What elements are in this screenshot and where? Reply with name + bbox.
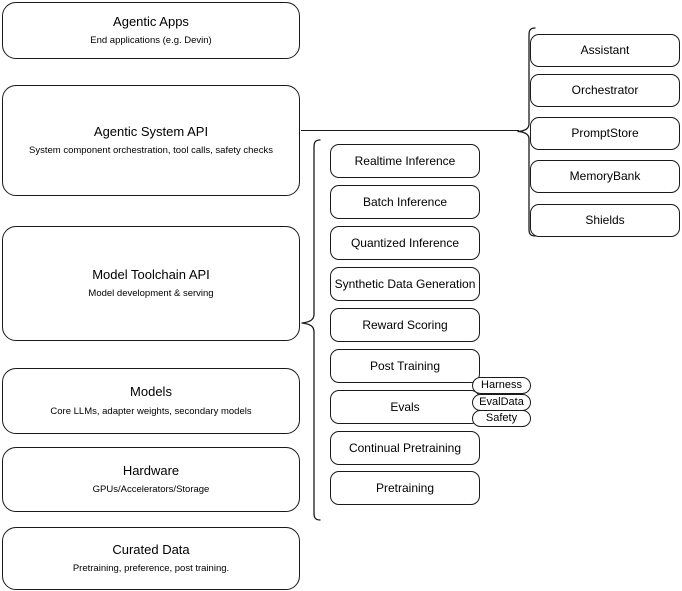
component-pretraining[interactable]: Pretraining — [330, 471, 480, 505]
component-label: Reward Scoring — [362, 317, 448, 332]
eval-subcomponent-label: Harness — [481, 379, 522, 391]
layer-subtitle: End applications (e.g. Devin) — [90, 35, 212, 47]
component-label: Shields — [585, 213, 625, 227]
component-label: Pretraining — [375, 480, 435, 495]
component-continual-pretraining[interactable]: Continual Pretraining — [330, 431, 480, 465]
component-label: Assistant — [580, 43, 630, 57]
layer-curated-data[interactable]: Curated Data Pretraining, preference, po… — [2, 527, 300, 590]
layer-agentic-system-api[interactable]: Agentic System API System component orch… — [2, 85, 300, 196]
component-label: Quantized Inference — [350, 235, 460, 250]
layer-subtitle: Pretraining, preference, post training. — [72, 563, 230, 575]
layer-models[interactable]: Models Core LLMs, adapter weights, secon… — [2, 368, 300, 434]
layer-title: Agentic System API — [93, 123, 209, 139]
component-label: Batch Inference — [362, 194, 448, 209]
eval-subcomponent-safety[interactable]: Safety — [472, 410, 531, 427]
component-label: Continual Pretraining — [348, 440, 462, 455]
component-label: Post Training — [369, 358, 441, 373]
component-label: Orchestrator — [571, 83, 639, 97]
brace-toolchain — [301, 139, 321, 521]
eval-subcomponent-evaldata[interactable]: EvalData — [472, 394, 531, 411]
component-promptstore[interactable]: PromptStore — [530, 117, 680, 150]
layer-subtitle: Core LLMs, adapter weights, secondary mo… — [50, 405, 252, 417]
layer-model-toolchain-api[interactable]: Model Toolchain API Model development & … — [2, 226, 300, 341]
component-quantized-inference[interactable]: Quantized Inference — [330, 226, 480, 260]
component-realtime-inference[interactable]: Realtime Inference — [330, 144, 480, 178]
eval-subcomponent-harness[interactable]: Harness — [472, 377, 531, 394]
component-assistant[interactable]: Assistant — [530, 34, 680, 67]
layer-subtitle: Model development & serving — [88, 288, 214, 300]
layer-subtitle: System component orchestration, tool cal… — [29, 145, 273, 157]
component-batch-inference[interactable]: Batch Inference — [330, 185, 480, 219]
component-label: MemoryBank — [569, 169, 641, 183]
layer-hardware[interactable]: Hardware GPUs/Accelerators/Storage — [2, 447, 300, 512]
component-orchestrator[interactable]: Orchestrator — [530, 74, 680, 107]
layer-subtitle: GPUs/Accelerators/Storage — [92, 484, 210, 496]
component-label: Synthetic Data Generation — [334, 276, 476, 291]
component-reward-scoring[interactable]: Reward Scoring — [330, 308, 480, 342]
eval-subcomponent-label: Safety — [485, 412, 518, 424]
layer-title: Models — [130, 384, 172, 400]
component-label: Evals — [390, 399, 420, 414]
component-label: PromptStore — [571, 126, 639, 140]
connector-system-api-to-components — [301, 130, 519, 132]
layer-title: Model Toolchain API — [92, 266, 210, 282]
component-synthetic-data-generation[interactable]: Synthetic Data Generation — [330, 267, 480, 301]
component-post-training[interactable]: Post Training — [330, 349, 480, 383]
component-evals[interactable]: Evals — [330, 390, 480, 424]
component-memorybank[interactable]: MemoryBank — [530, 160, 680, 193]
eval-subcomponent-label: EvalData — [479, 396, 524, 408]
layer-title: Curated Data — [112, 541, 190, 557]
component-label: Realtime Inference — [354, 153, 456, 168]
layer-agentic-apps[interactable]: Agentic Apps End applications (e.g. Devi… — [2, 2, 300, 59]
layer-title: Hardware — [122, 462, 180, 478]
brace-system-components — [517, 27, 536, 237]
component-shields[interactable]: Shields — [530, 204, 680, 237]
layer-title: Agentic Apps — [113, 13, 189, 29]
